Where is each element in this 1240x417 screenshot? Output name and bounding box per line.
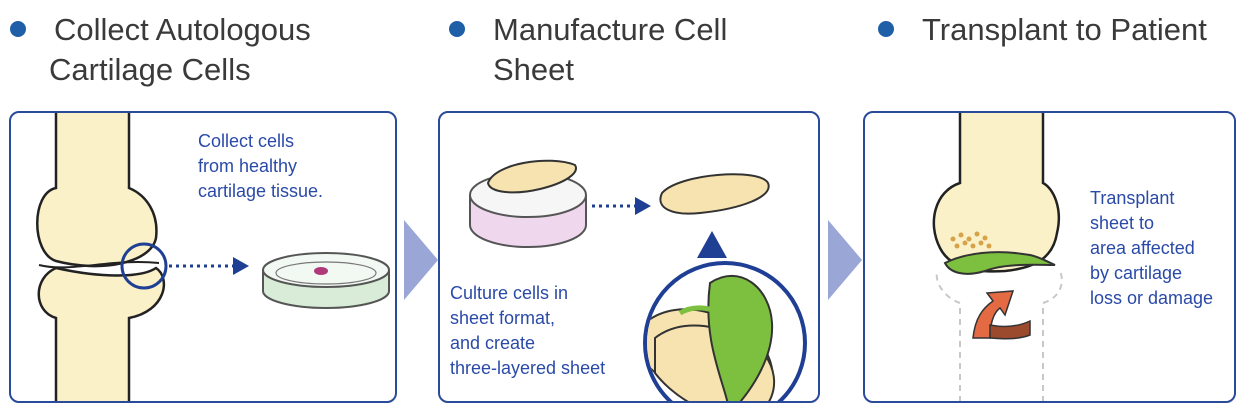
step-2-title-line2: Sheet [493,50,727,90]
step-2-heading: Manufacture Cell Sheet [449,8,829,98]
step-1-title-line2: Cartilage Cells [49,50,311,90]
flow-arrow-icon [404,220,438,300]
step-1-title-line1: Collect Autologous [54,10,311,50]
step-2-caption: Culture cells in sheet format, and creat… [450,281,605,381]
arrow-right-icon [635,197,651,215]
flow-arrow-icon [828,220,862,300]
bone-end [934,113,1059,271]
bullet-icon [449,21,465,37]
step-1-heading: Collect Autologous Cartilage Cells [10,8,390,98]
step-1-title: Collect Autologous Cartilage Cells [54,10,311,90]
cell-sample [314,267,328,275]
femur-bone [37,113,156,266]
panel-manufacture-sheet: Culture cells in sheet format, and creat… [438,111,820,403]
step-3-caption: Transplant sheet to area affected by car… [1090,186,1213,311]
cell-sheet [660,174,768,213]
panel-transplant: Transplant sheet to area affected by car… [863,111,1236,403]
step-3-heading: Transplant to Patient [878,8,1238,58]
bullet-icon [878,21,894,37]
step-3-title-line1: Transplant to Patient [922,10,1207,50]
step-2-title: Manufacture Cell Sheet [493,10,727,90]
step-1-caption: Collect cells from healthy cartilage tis… [198,129,323,204]
panel-collect-cells: Collect cells from healthy cartilage tis… [9,111,397,403]
step-2-title-line1: Manufacture Cell [493,10,727,50]
step-3-title: Transplant to Patient [922,10,1207,50]
arrow-right-icon [233,257,249,275]
bullet-icon [10,21,26,37]
